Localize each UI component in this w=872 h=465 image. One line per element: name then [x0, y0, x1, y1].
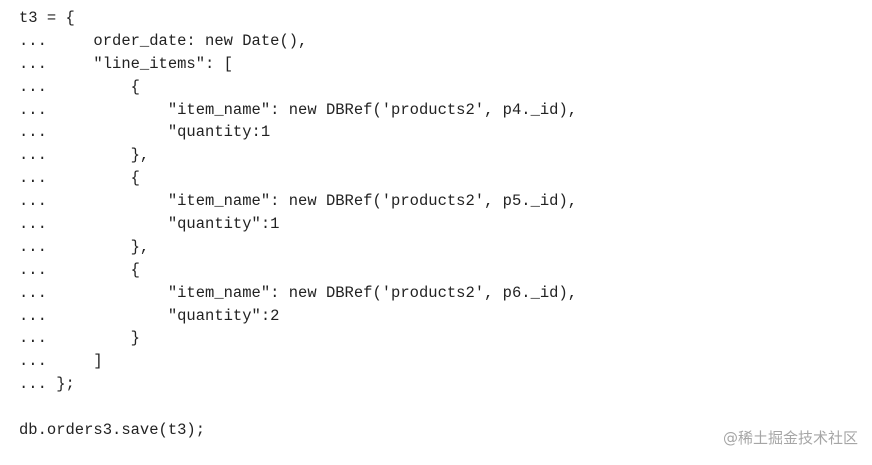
code-line: ... },: [19, 237, 150, 256]
code-line: t3 = {: [19, 9, 75, 27]
code-line: ... {: [19, 260, 140, 279]
code-line: ... }: [19, 329, 140, 348]
code-line: ... "item_name": new DBRef('products2', …: [19, 283, 578, 302]
code-line: ... },: [19, 146, 150, 165]
code-line: ... "quantity":1: [19, 215, 280, 234]
code-line: ... "line_items": [: [19, 54, 233, 73]
code-line: ... ]: [19, 352, 103, 371]
code-line: ... {: [19, 77, 140, 96]
code-line: ... };: [19, 375, 75, 394]
code-line: ... {: [19, 169, 140, 188]
code-line: ... "item_name": new DBRef('products2', …: [19, 100, 578, 119]
code-line: ... "quantity":2: [19, 306, 280, 325]
code-line: db.orders3.save(t3);: [19, 421, 206, 440]
code-line: ... "quantity:1: [19, 123, 271, 142]
watermark: @稀土掘金技术社区: [722, 429, 858, 447]
code-line: ... "item_name": new DBRef('products2', …: [19, 192, 578, 211]
code-line: ... order_date: new Date(),: [19, 31, 308, 50]
code-line-blank: [19, 396, 577, 419]
code-snippet: t3 = { ... order_date: new Date(), ... "li…: [19, 7, 577, 442]
